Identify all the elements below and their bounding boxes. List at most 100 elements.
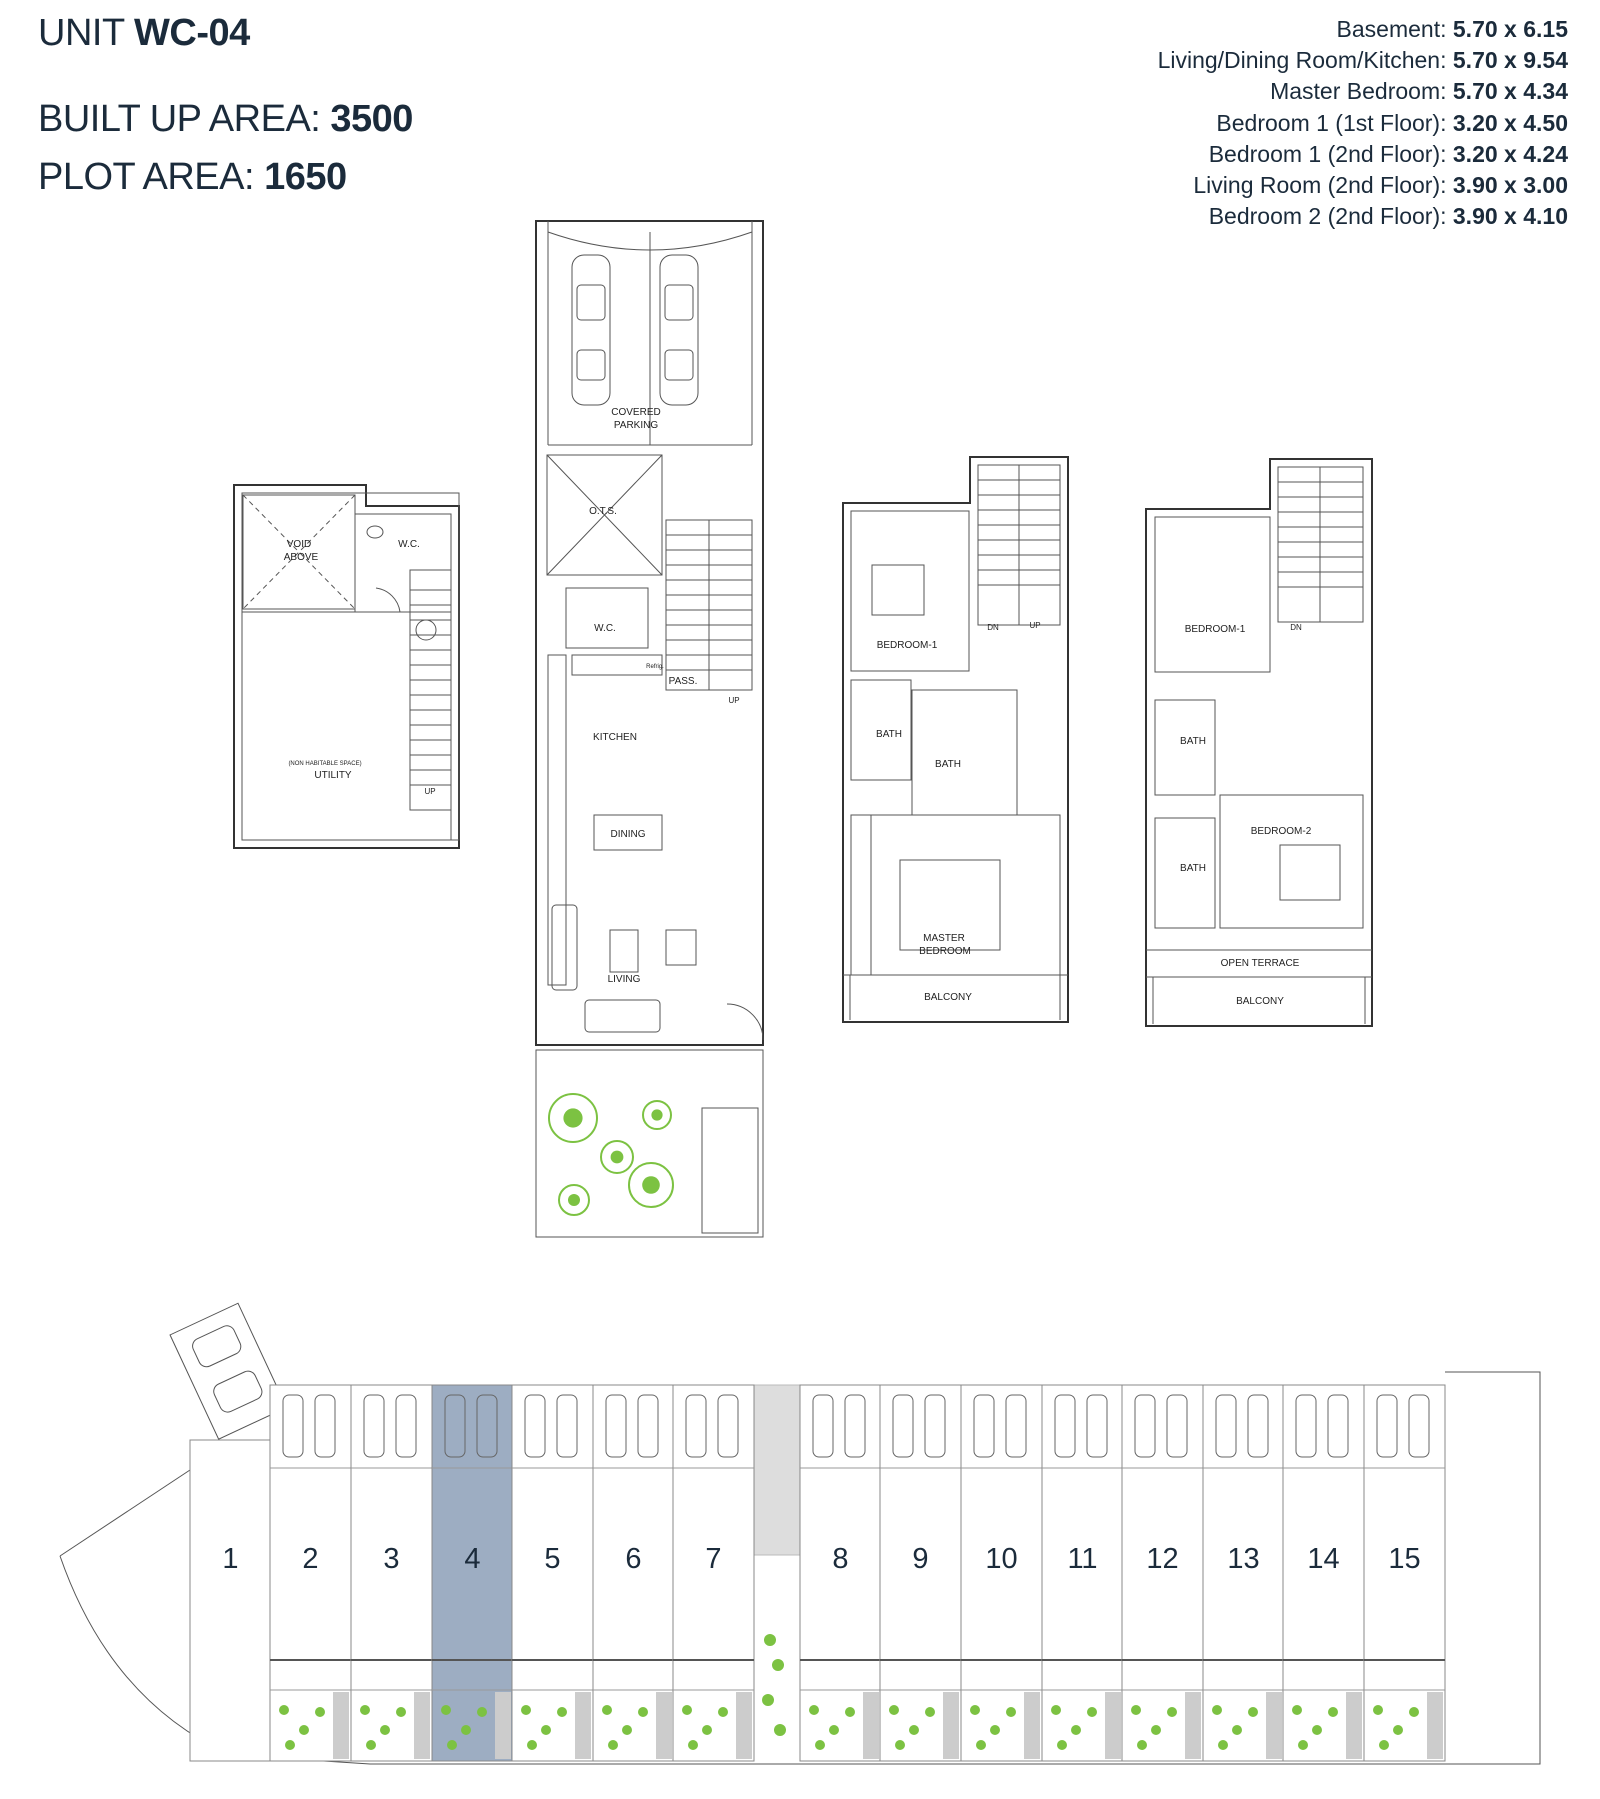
open-terrace-label: OPEN TERRACE <box>1221 958 1300 969</box>
plant-icon <box>541 1725 551 1735</box>
car-icon <box>812 1394 834 1458</box>
built-up-area: BUILT UP AREA: 3500 <box>38 100 413 138</box>
plant-icon <box>638 1707 648 1717</box>
living-label: LIVING <box>608 974 641 985</box>
room-size-item: Living/Dining Room/Kitchen: 5.70 x 9.54 <box>1158 45 1568 76</box>
site-unit-14[interactable]: 14 <box>1282 1384 1365 1762</box>
bath-label: BATH <box>876 729 902 740</box>
void-label: VOID <box>287 539 311 550</box>
site-unit-7[interactable]: 7 <box>672 1384 755 1762</box>
plant-icon <box>990 1725 1000 1735</box>
plant-icon <box>1379 1740 1389 1750</box>
car-icon <box>844 1394 866 1458</box>
site-unit-1[interactable]: 1 <box>189 1439 272 1762</box>
plant-icon <box>527 1740 537 1750</box>
car-icon <box>1134 1394 1156 1458</box>
car-icon <box>1215 1394 1237 1458</box>
car-icon <box>524 1394 546 1458</box>
garden-path <box>495 1692 511 1759</box>
site-unit-2[interactable]: 2 <box>269 1384 352 1762</box>
plant-icon <box>1212 1705 1222 1715</box>
site-unit-12[interactable]: 12 <box>1121 1384 1204 1762</box>
bath-label: BATH <box>1180 736 1206 747</box>
bedroom1-label: BEDROOM-1 <box>877 640 938 651</box>
plant-icon <box>774 1724 786 1736</box>
plant-icon <box>1393 1725 1403 1735</box>
plant-icon <box>568 1194 580 1206</box>
room-size-item: Basement: 5.70 x 6.15 <box>1158 14 1568 45</box>
dn-label: DN <box>987 623 999 632</box>
unit-number: 7 <box>705 1543 721 1575</box>
room-size-item: Living Room (2nd Floor): 3.90 x 3.00 <box>1158 170 1568 201</box>
car-icon <box>1295 1394 1317 1458</box>
room-size-value: 3.90 x 4.10 <box>1452 203 1568 230</box>
site-unit-13[interactable]: 13 <box>1202 1384 1285 1762</box>
plant-icon <box>688 1740 698 1750</box>
plant-icon <box>682 1705 692 1715</box>
unit-number: 4 <box>464 1543 480 1575</box>
plant-icon <box>1137 1740 1147 1750</box>
plant-icon <box>1312 1725 1322 1735</box>
plant-icon <box>762 1694 774 1706</box>
plant-icon <box>441 1705 451 1715</box>
site-unit-11[interactable]: 11 <box>1041 1384 1124 1762</box>
garden-path <box>1266 1692 1282 1759</box>
unit-plot[interactable] <box>189 1439 272 1762</box>
site-unit-10[interactable]: 10 <box>960 1384 1043 1762</box>
plant-icon <box>628 1162 674 1208</box>
utility-label: UTILITY <box>314 770 352 781</box>
site-unit-5[interactable]: 5 <box>511 1384 594 1762</box>
plant-icon <box>909 1725 919 1735</box>
plant-icon <box>1292 1705 1302 1715</box>
room-size-label: Living Room (2nd Floor): <box>1193 172 1447 199</box>
car-icon <box>1247 1394 1269 1458</box>
plant-icon <box>772 1659 784 1671</box>
plant-icon <box>1051 1705 1061 1715</box>
garden-path <box>656 1692 672 1759</box>
master-bedroom-label: BEDROOM <box>919 946 971 957</box>
site-unit-8[interactable]: 8 <box>799 1384 882 1762</box>
plant-icon <box>622 1725 632 1735</box>
plant-icon <box>642 1100 672 1130</box>
plant-icon <box>1087 1707 1097 1717</box>
covered-label: COVERED <box>611 407 660 418</box>
car-icon <box>924 1394 946 1458</box>
parking-label: PARKING <box>614 420 658 431</box>
built-up-value: 3500 <box>330 98 413 140</box>
garden-path <box>575 1692 591 1759</box>
site-unit-4[interactable]: 4 <box>431 1384 514 1762</box>
car-icon <box>444 1394 466 1458</box>
room-size-value: 5.70 x 4.34 <box>1452 78 1568 105</box>
plant-icon <box>558 1184 590 1216</box>
unit-number: 13 <box>1227 1543 1259 1575</box>
plant-icon <box>447 1740 457 1750</box>
site-unit-3[interactable]: 3 <box>350 1384 433 1762</box>
wc-label: W.C. <box>594 623 616 634</box>
garden-path <box>333 1692 349 1759</box>
site-unit-9[interactable]: 9 <box>879 1384 962 1762</box>
site-unit-6[interactable]: 6 <box>592 1384 675 1762</box>
room-size-item: Bedroom 1 (2nd Floor): 3.20 x 4.24 <box>1158 139 1568 170</box>
built-up-label: BUILT UP AREA: <box>38 98 321 140</box>
car-icon <box>1086 1394 1108 1458</box>
plant-icon <box>608 1740 618 1750</box>
dining-label: DINING <box>611 829 646 840</box>
plot-label: PLOT AREA: <box>38 156 255 198</box>
void-above-label: ABOVE <box>284 552 319 563</box>
room-size-value: 5.70 x 6.15 <box>1452 16 1568 42</box>
car-icon <box>1376 1394 1398 1458</box>
refrig-label: Refrig. <box>646 664 664 670</box>
room-size-item: Bedroom 2 (2nd Floor): 3.90 x 4.10 <box>1158 201 1568 232</box>
plot-value: 1650 <box>264 156 347 198</box>
room-size-label: Master Bedroom: <box>1270 78 1447 105</box>
car-icon <box>1054 1394 1076 1458</box>
kitchen-label: KITCHEN <box>593 732 637 743</box>
room-size-label: Basement: <box>1336 16 1447 42</box>
plant-icon <box>1328 1707 1338 1717</box>
site-unit-15[interactable]: 15 <box>1363 1384 1446 1762</box>
bedroom1-label: BEDROOM-1 <box>1185 624 1246 635</box>
garden-path <box>943 1692 959 1759</box>
master-label: MASTER <box>923 933 965 944</box>
